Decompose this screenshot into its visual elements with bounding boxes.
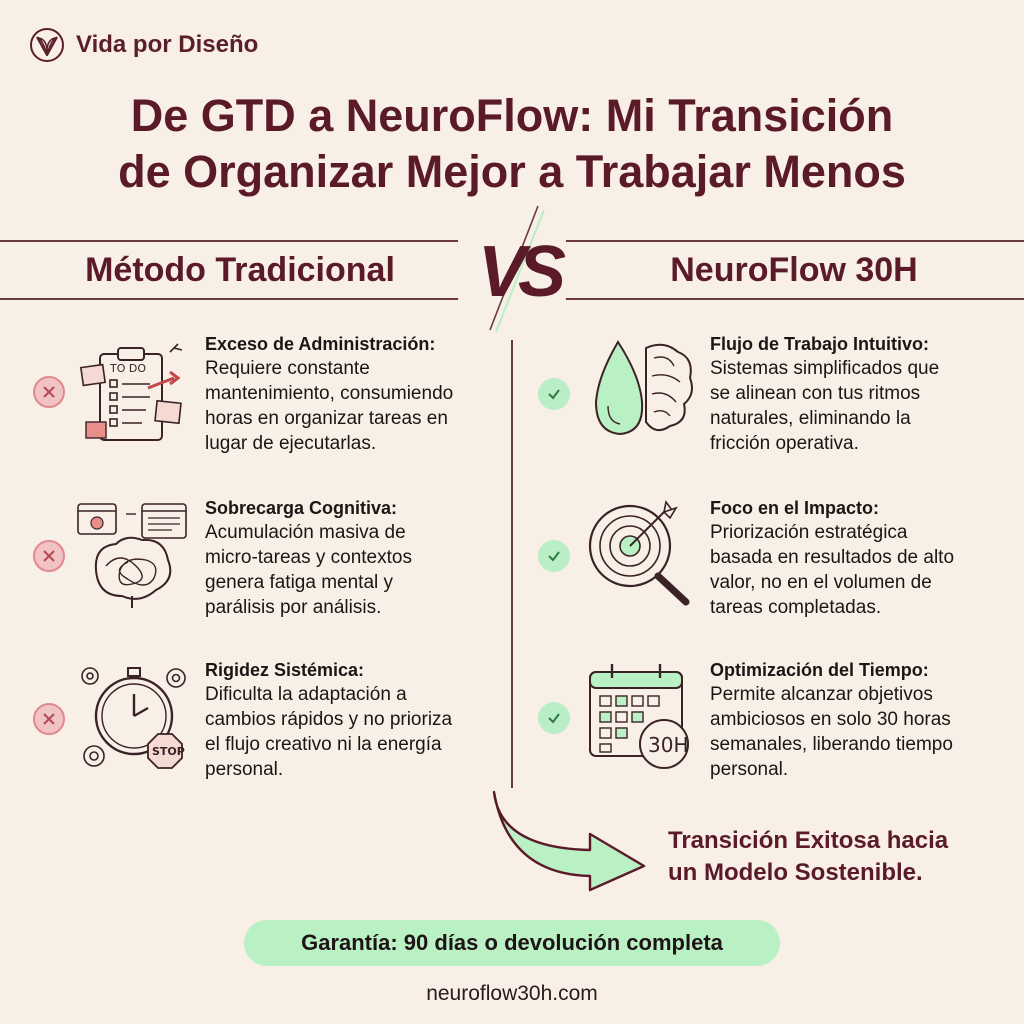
trad-item-1-desc-3: horas en organizar tareas en [205,408,448,429]
trad-item-3-desc-2: cambios rápidos y no prioriza [205,709,453,730]
guarantee-text: 90 días o devolución completa [397,930,723,955]
vs-slash-decoration [489,205,545,333]
right-bottom-rule [566,298,1024,300]
check-badge-icon [538,378,570,410]
x-badge-icon [33,540,65,572]
nf-item-3-title: Optimización del Tiempo: [710,660,929,680]
right-top-rule [566,240,1024,242]
trad-item-2-desc-4: parálisis por análisis. [205,597,382,618]
nf-item-1-desc-1: Sistemas simplificados que [710,358,940,379]
nf-item-2-desc-4: tareas completadas. [710,597,882,618]
calendar-30h-icon: 30H [589,664,689,769]
left-column-title: Método Tradicional [85,251,395,289]
stopwatch-gears-icon: STOP [81,667,186,769]
check-badge-icon [538,540,570,572]
trad-item-1-desc-2: mantenimiento, consumiendo [205,383,454,404]
page-title: De GTD a NeuroFlow: Mi Transición de Org… [0,88,1024,200]
trad-item-2: Sobrecarga Cognitiva: Acumulación masiva… [205,496,495,620]
guarantee-badge: Garantía: 90 días o devolución completa [244,920,780,966]
left-top-rule [0,240,458,242]
trad-item-3-title: Rigidez Sistémica: [205,660,365,680]
transition-callout: Transición Exitosa hacia un Modelo Soste… [668,825,998,889]
todo-clipboard-icon: TO DO [79,343,183,441]
trad-item-3-desc-3: el flujo creativo ni la energía [205,734,442,755]
check-badge-icon [538,702,570,734]
cta-line-2: un Modelo Sostenible. [668,859,923,886]
trad-item-1-desc-4: lugar de ejecutarlas. [205,433,377,454]
brand-name: Vida por Diseño [76,31,259,58]
drop-brain-icon [594,340,693,436]
v-leaf-logo-icon [30,28,64,62]
nf-item-2-desc-2: basada en resultados de alto [710,547,955,568]
nf-item-2-title: Foco en el Impacto: [710,498,880,518]
left-bottom-rule [0,298,458,300]
curved-arrow-icon [492,790,646,892]
calendar-30h-label: 30H [648,733,689,757]
trad-item-2-desc-2: micro-tareas y contextos [205,547,412,568]
brand: Vida por Diseño [28,26,258,64]
right-column-title: NeuroFlow 30H [670,251,918,289]
footer-url[interactable]: neuroflow30h.com [426,982,598,1005]
svg-text:TO DO: TO DO [109,362,146,375]
guarantee-label: Garantía: [301,930,398,955]
nf-item-1-desc-4: fricción operativa. [710,433,859,454]
trad-item-2-desc-1: Acumulación masiva de [205,522,406,543]
x-badge-icon [33,376,65,408]
stop-sign-label: STOP [152,745,185,758]
trad-item-3: Rigidez Sistémica: Dificulta la adaptaci… [205,658,495,782]
trad-item-2-desc-3: genera fatiga mental y [205,572,394,593]
nf-item-3-desc-1: Permite alcanzar objetivos [710,684,933,705]
nf-item-3-desc-2: ambiciosos en solo 30 horas [710,709,951,730]
trad-item-3-desc-1: Dificulta la adaptación a [205,684,407,705]
nf-item-1-desc-3: naturales, eliminando la [710,408,911,429]
nf-item-2: Foco en el Impacto: Priorización estraté… [710,496,1000,620]
nf-item-3-desc-3: semanales, liberando tiempo [710,734,953,755]
tangled-brain-icon [77,503,187,608]
x-badge-icon [33,703,65,735]
center-divider [511,340,513,788]
target-magnifier-icon [588,500,690,606]
title-line-1: De GTD a NeuroFlow: Mi Transición [130,90,894,141]
trad-item-1: Exceso de Administración: Requiere const… [205,332,495,456]
nf-item-2-desc-1: Priorización estratégica [710,522,908,543]
cta-line-1: Transición Exitosa hacia [668,827,949,854]
trad-item-1-desc-1: Requiere constante [205,358,370,379]
title-line-2: de Organizar Mejor a Trabajar Menos [118,146,906,197]
nf-item-3: Optimización del Tiempo: Permite alcanza… [710,658,1000,782]
vs-label: VS [478,232,566,312]
nf-item-1-title: Flujo de Trabajo Intuitivo: [710,334,929,354]
nf-item-1-desc-2: se alinean con tus ritmos [710,383,921,404]
nf-item-3-desc-4: personal. [710,759,789,780]
nf-item-1: Flujo de Trabajo Intuitivo: Sistemas sim… [710,332,1000,456]
trad-item-3-desc-4: personal. [205,759,284,780]
trad-item-1-title: Exceso de Administración: [205,334,436,354]
trad-item-2-title: Sobrecarga Cognitiva: [205,498,398,518]
nf-item-2-desc-3: valor, no en el volumen de [710,572,932,593]
